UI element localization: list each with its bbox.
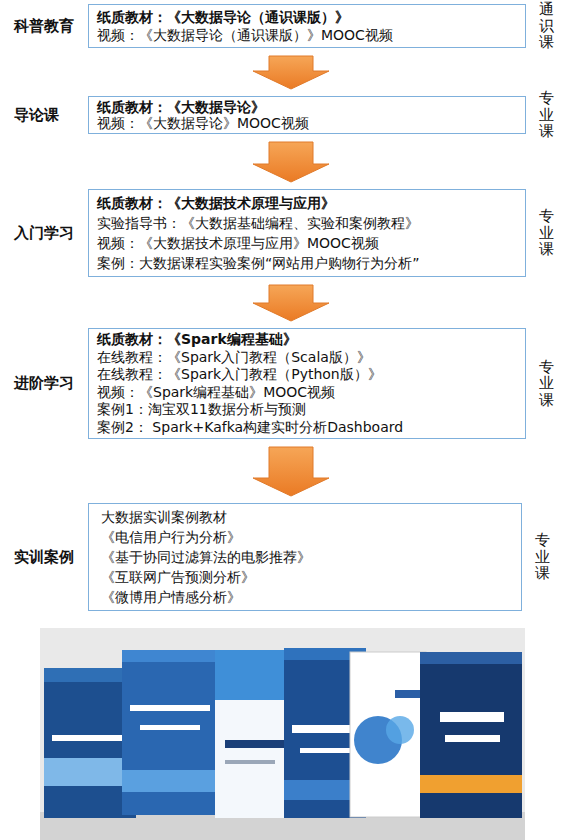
resource-line: 在线教程：《Spark入门教程（Scala版）》: [97, 349, 519, 367]
resource-line: 视频：《大数据导论》MOOC视频: [97, 115, 519, 131]
resource-line: 纸质教材：《大数据导论》: [97, 99, 519, 115]
resource-line: 《互联网广告预测分析》: [101, 567, 515, 587]
resource-line: 案例：大数据课程实验案例“网站用户购物行为分析”: [97, 253, 519, 273]
course-type-label: 专业课: [539, 208, 554, 258]
resource-line: 视频：《大数据导论（通识课版）》MOOC视频: [97, 26, 519, 44]
book-cover: [420, 652, 522, 818]
flow-arrow: [253, 285, 329, 321]
resource-line: 大数据实训案例教材: [101, 507, 515, 527]
stage-label: 进阶学习: [14, 374, 74, 393]
stage-box: 进阶学习纸质教材：《Spark编程基础》在线教程：《Spark入门教程（Scal…: [88, 328, 526, 439]
resource-line: 《微博用户情感分析》: [101, 587, 515, 607]
course-type-label: 专业课: [539, 90, 554, 140]
resource-line: 纸质教材：《Spark编程基础》: [97, 331, 519, 349]
course-type-label: 专业课: [535, 532, 550, 582]
stage-box: 导论课纸质教材：《大数据导论》视频：《大数据导论》MOOC视频专业课: [88, 96, 526, 134]
resource-line: 案例1：淘宝双11数据分析与预测: [97, 401, 519, 419]
stage-label: 入门学习: [14, 224, 74, 243]
photo-ground: [40, 628, 525, 840]
flow-arrow: [253, 447, 329, 496]
stage-box: 实训案例大数据实训案例教材《电信用户行为分析》《基于协同过滤算法的电影推荐》《互…: [88, 503, 522, 611]
resource-line: 案例2： Spark+Kafka构建实时分析Dashboard: [97, 419, 519, 437]
resource-line: 《电信用户行为分析》: [101, 527, 515, 547]
course-type-label: 专业课: [539, 359, 554, 409]
stage-box: 入门学习纸质教材：《大数据技术原理与应用》实验指导书：《大数据基础编程、实验和案…: [88, 189, 526, 277]
resource-line: 视频：《大数据技术原理与应用》MOOC视频: [97, 233, 519, 253]
resource-line: 实验指导书：《大数据基础编程、实验和案例教程》: [97, 213, 519, 233]
resource-line: 《基于协同过滤算法的电影推荐》: [101, 547, 515, 567]
resource-line: 纸质教材：《大数据导论（通识课版）》: [97, 8, 519, 26]
resource-line: 在线教程：《Spark入门教程（Python版）》: [97, 366, 519, 384]
stage-label: 科普教育: [14, 17, 74, 36]
resource-line: 纸质教材：《大数据技术原理与应用》: [97, 193, 519, 213]
resource-line: 视频：《Spark编程基础》MOOC视频: [97, 384, 519, 402]
flow-arrow: [253, 142, 329, 182]
stage-label: 实训案例: [14, 548, 74, 567]
book-cover: [350, 652, 426, 817]
flow-arrow: [253, 56, 329, 89]
book-cover: [122, 650, 222, 815]
stage-box: 科普教育纸质教材：《大数据导论（通识课版）》视频：《大数据导论（通识课版）》MO…: [88, 4, 526, 48]
course-type-label: 通识课: [539, 1, 554, 51]
stage-label: 导论课: [14, 106, 59, 125]
